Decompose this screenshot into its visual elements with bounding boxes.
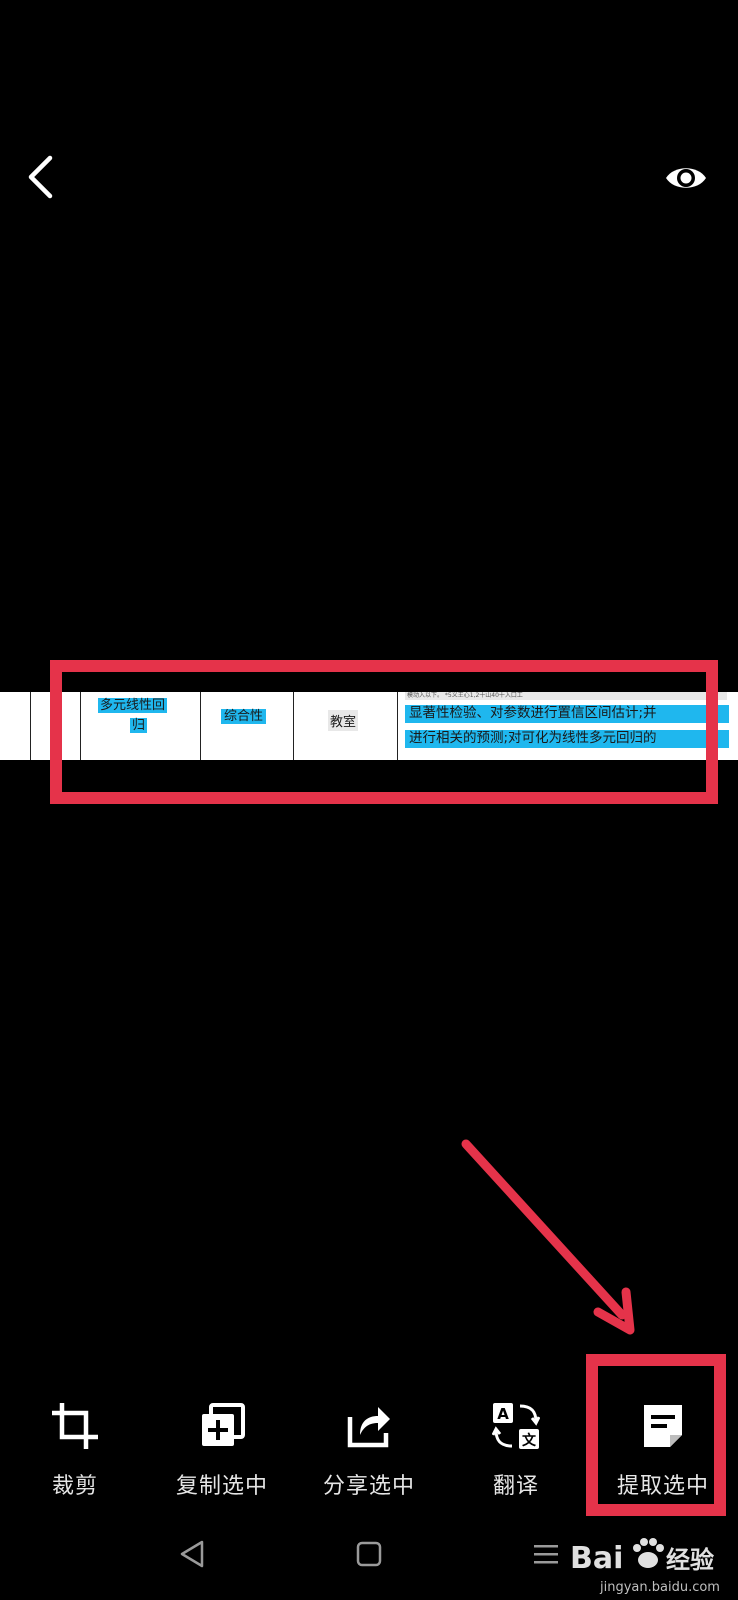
watermark-brand-cn: 经验 [666, 1546, 714, 1574]
menu-lines-icon [534, 1545, 558, 1564]
copy-selected-button[interactable]: 复制选中 [147, 1400, 297, 1500]
share-selected-label: 分享选中 [322, 1474, 415, 1499]
selected-text-comprehensive[interactable]: 综合性 [221, 709, 267, 724]
crop-icon [49, 1400, 101, 1452]
translate-label: 翻译 [492, 1474, 539, 1499]
table-border [80, 692, 81, 760]
copy-add-icon [196, 1400, 248, 1452]
svg-text:A: A [497, 1405, 509, 1423]
nav-home-button[interactable] [347, 1532, 391, 1576]
table-border [293, 692, 294, 760]
selected-text-multiple-regression[interactable]: 多元线性回 [98, 698, 168, 713]
share-selected-button[interactable]: 分享选中 [294, 1400, 444, 1500]
extract-selected-label: 提取选中 [616, 1474, 709, 1499]
chevron-left-icon [28, 155, 53, 199]
translate-button[interactable]: A 文 翻译 [441, 1400, 591, 1500]
paw-icon [633, 1538, 664, 1568]
extract-selected-button[interactable]: 提取选中 [588, 1400, 738, 1500]
crop-label: 裁剪 [51, 1474, 98, 1499]
copy-selected-label: 复制选中 [175, 1474, 268, 1499]
watermark-brand: Bai [570, 1541, 623, 1576]
back-button[interactable] [18, 150, 62, 204]
preview-eye-button[interactable] [660, 158, 712, 198]
square-home-icon [356, 1541, 382, 1567]
watermark-domain: jingyan.baidu.com [600, 1580, 720, 1595]
triangle-back-icon [180, 1540, 204, 1568]
share-icon [343, 1400, 395, 1452]
table-border [30, 692, 31, 760]
partial-text-line: 模动入以下。 *5义王心1,2十山40十入口工 [405, 692, 727, 700]
eye-icon [666, 168, 706, 188]
svg-text:文: 文 [522, 1432, 537, 1449]
classroom-text[interactable]: 教室 [328, 710, 359, 731]
note-document-icon [637, 1400, 689, 1452]
nav-back-button[interactable] [170, 1532, 214, 1576]
table-border [397, 692, 398, 760]
table-border [200, 692, 201, 760]
selected-text-line-2[interactable]: 进行相关的预测;对可化为线性多元回归的 [405, 730, 729, 748]
translate-icon: A 文 [490, 1400, 542, 1452]
crop-button[interactable]: 裁剪 [0, 1400, 150, 1500]
selected-text-regression-end[interactable]: 归 [130, 718, 148, 733]
nav-menu-button[interactable] [528, 1532, 564, 1576]
selected-text-line-1[interactable]: 显著性检验、对参数进行置信区间估计;并 [405, 705, 729, 723]
document-image-strip[interactable]: 多元线性回 归 综合性 教室 模动入以下。 *5义王心1,2十山40十入口工 显… [0, 692, 738, 760]
